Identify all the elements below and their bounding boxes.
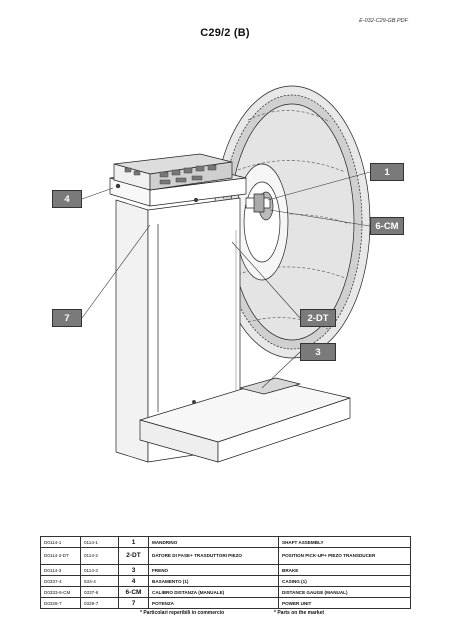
ref-number: 3 [118,564,149,576]
table-row: D0328-7 0328-7 7 POTENZA POWER UNIT [40,597,411,609]
english-description: POSITION PICK-UP+ PIEZO TRANSDUCER [278,547,411,565]
italian-description: FRENO [148,564,279,576]
parts-table: D0114-1 0114-1 1 MANDRINO SHAFT ASSEMBLY… [40,536,411,609]
code-b: 533-4 [80,575,119,587]
english-description: CASING (1) [278,575,411,587]
wheel-balancer-drawing [81,85,371,463]
footnote-english: * Parts on the market [274,610,325,616]
italian-description: BASAMENTO (1) [148,575,279,587]
callout-4: 4 [52,190,82,208]
ref-number: 2-DT [118,547,149,565]
ref-number: 1 [118,536,149,548]
table-row: D0114-1 0114-1 1 MANDRINO SHAFT ASSEMBLY [40,536,411,548]
english-description: BRAKE [278,564,411,576]
callout-6-cm: 6-CM [370,217,404,235]
ref-number: 4 [118,575,149,587]
table-row: D0114-3 0114-3 3 FRENO BRAKE [40,564,411,576]
code-a: D0328-7 [40,597,81,609]
code-b: 0337-6 [80,586,119,598]
code-b: 0114-2 [80,547,119,565]
leader-lines [81,171,371,389]
footnote-italian: * Particolari reperibili in commercio [140,610,225,616]
cabinet [109,153,247,463]
italian-description: CALIBRO DISTANZA (MANUALE) [148,586,279,598]
table-row: D0337-4 533-4 4 BASAMENTO (1) CASING (1) [40,575,411,587]
code-b: 0114-3 [80,564,119,576]
code-b: 0114-1 [80,536,119,548]
code-a: D0114-2-DT [40,547,81,565]
italian-description: DATORE DI FASE+ TRASDUTTORI PIEZO [148,547,279,565]
document-reference: E-032-C29-GB.PDF [359,18,408,24]
tyre-illustration [213,85,371,359]
callout-3: 3 [300,343,336,361]
english-description: SHAFT ASSEMBLY [278,536,411,548]
code-b: 0328-7 [80,597,119,609]
callout-2-dt: 2-DT [300,309,336,327]
english-description: DISTANCE GAUGE (MANUAL) [278,586,411,598]
ref-number: 6-CM [118,586,149,598]
callout-1: 1 [370,163,404,181]
page-title: C29/2 (B) [200,27,250,39]
table-row: D0333-6-CM 0337-6 6-CM CALIBRO DISTANZA … [40,586,411,598]
italian-description: POTENZA [148,597,279,609]
code-a: D0333-6-CM [40,586,81,598]
table-row: D0114-2-DT 0114-2 2-DT DATORE DI FASE+ T… [40,547,411,565]
ref-number: 7 [118,597,149,609]
english-description: POWER UNIT [278,597,411,609]
code-a: D0114-1 [40,536,81,548]
code-a: D0114-3 [40,564,81,576]
italian-description: MANDRINO [148,536,279,548]
base-plate [139,377,351,463]
code-a: D0337-4 [40,575,81,587]
callout-7: 7 [52,309,82,327]
